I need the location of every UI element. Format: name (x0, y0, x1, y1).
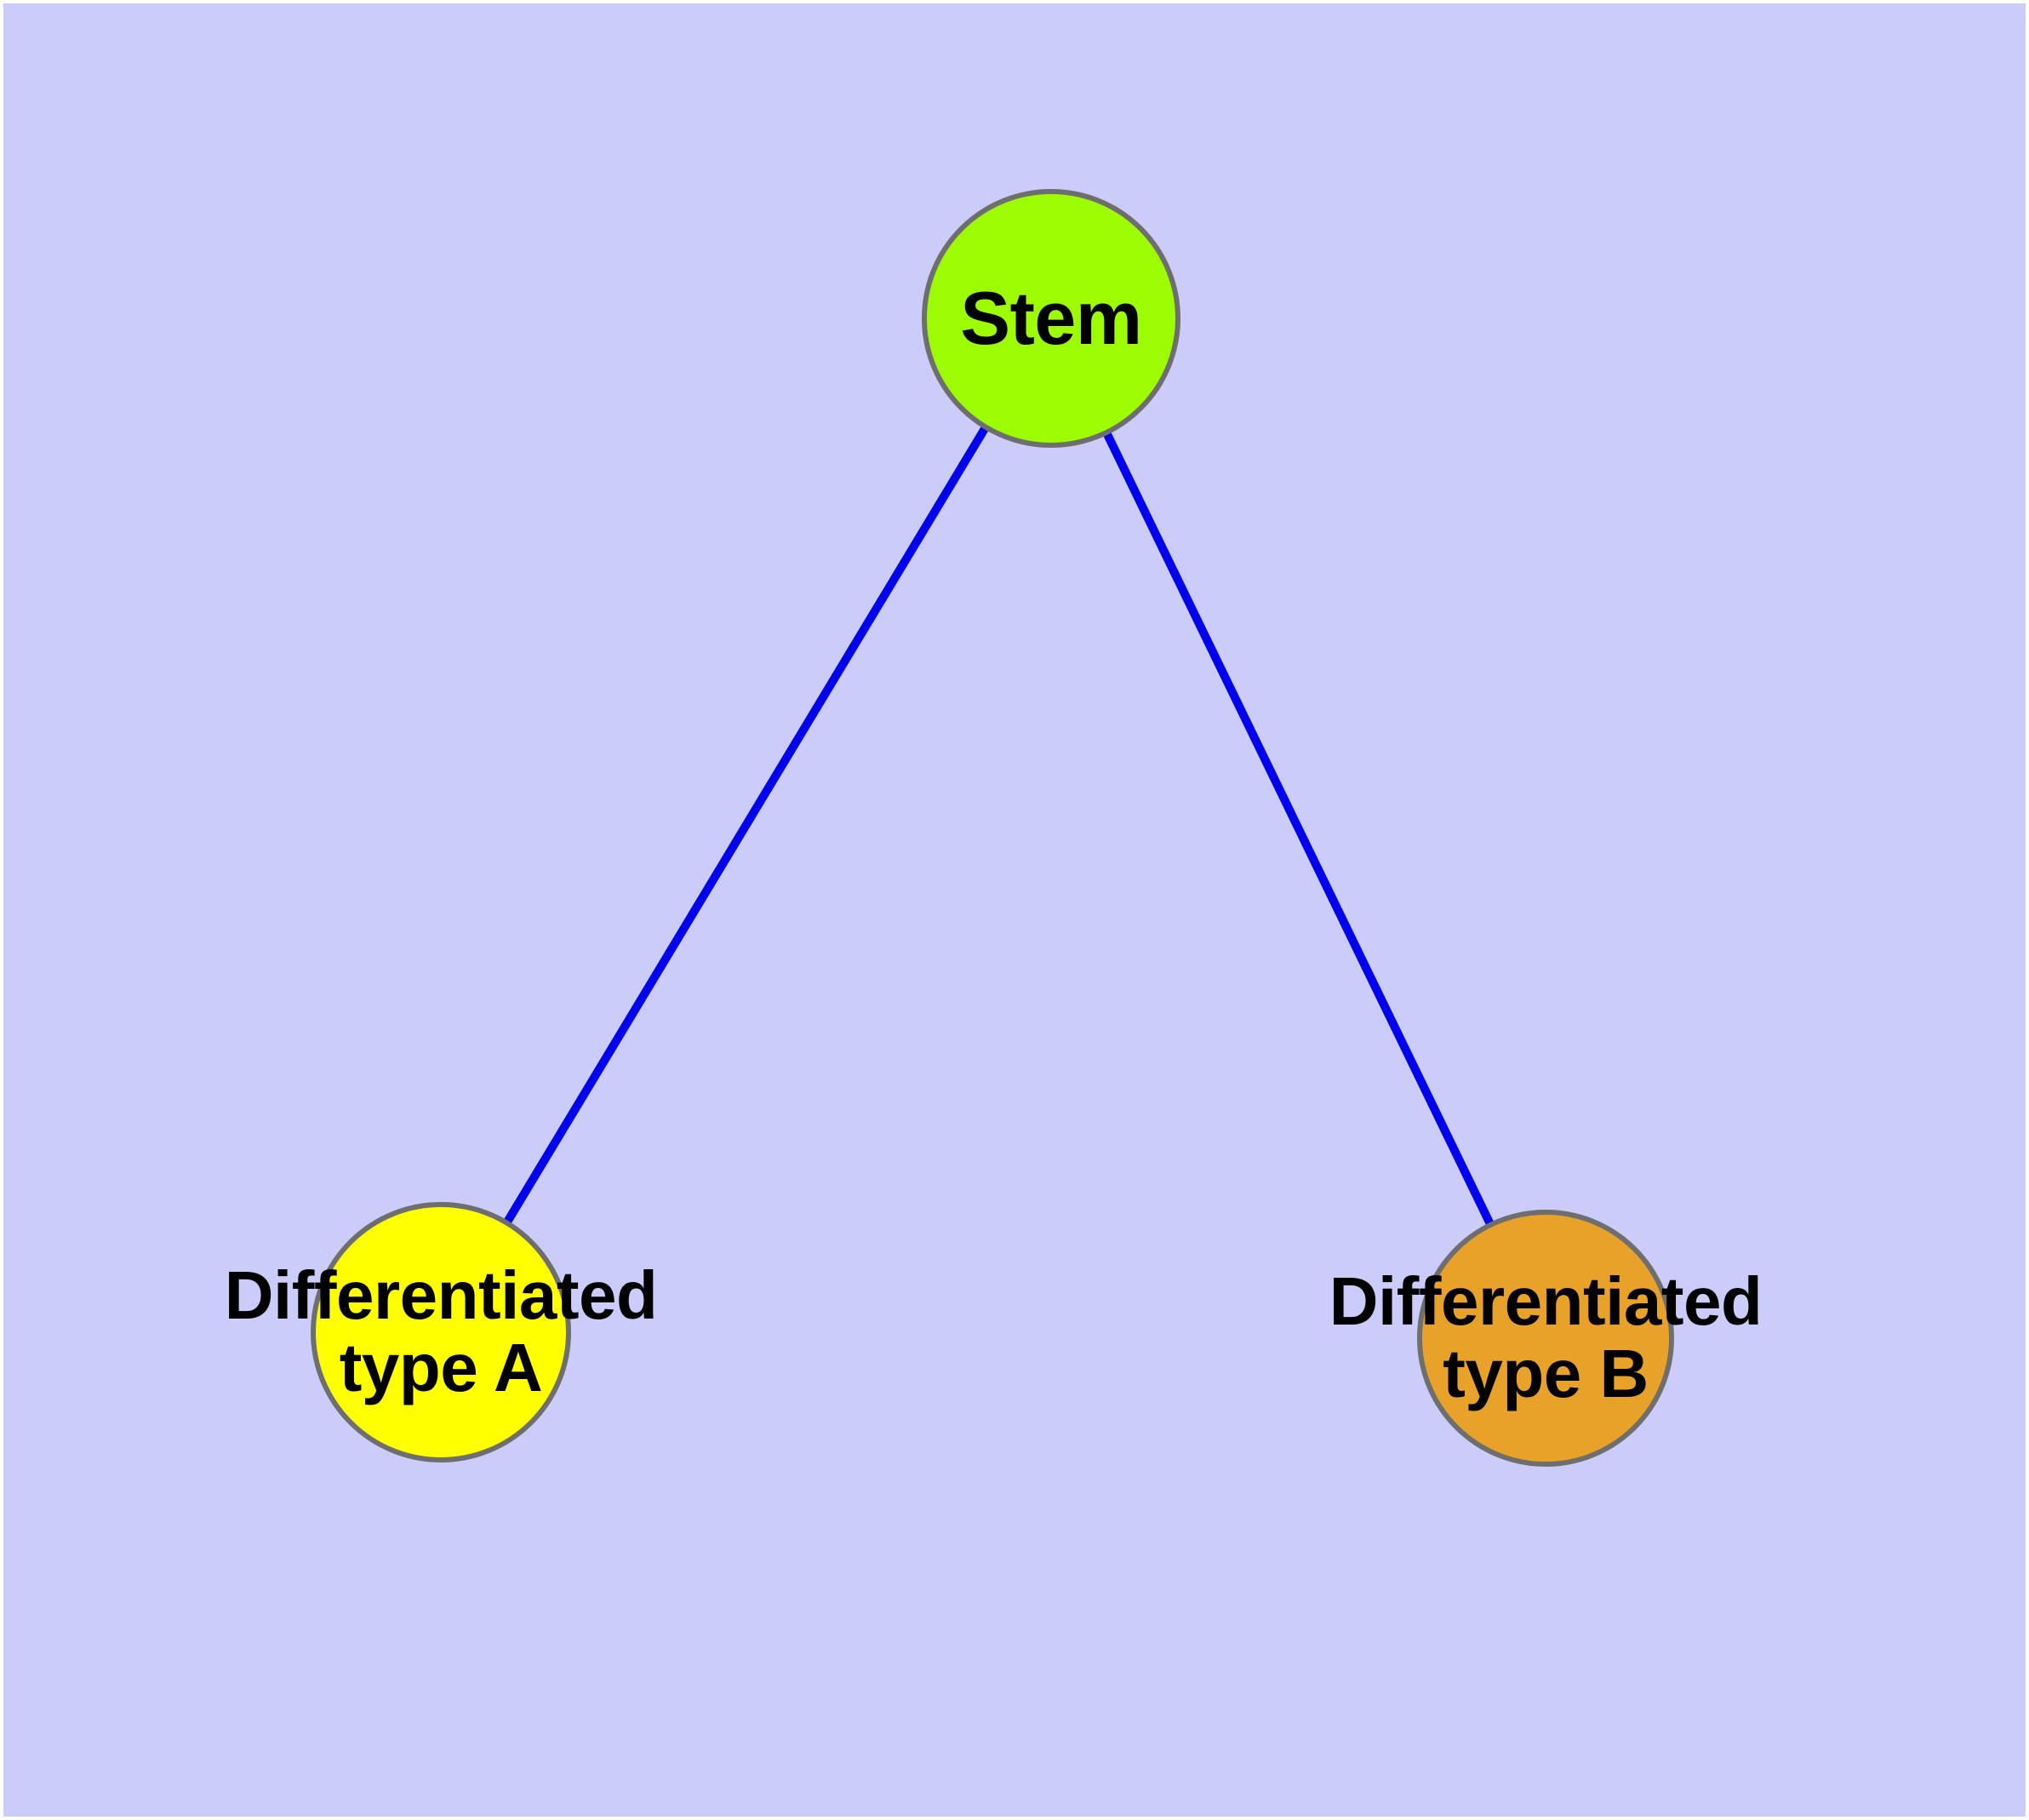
graph-plot-area: Stem Differentiated type A Differentiate… (3, 3, 2026, 1817)
node-differentiated-type-b[interactable] (1417, 1210, 1674, 1467)
node-stem-label: Stem (960, 276, 1142, 361)
node-differentiated-type-a[interactable] (311, 1202, 571, 1462)
node-differentiated-type-b-label: Differentiated type B (1329, 1263, 1763, 1411)
edge-layer (437, 316, 1550, 1341)
node-stem[interactable] (922, 189, 1180, 448)
edge-stem-to-diff-a (437, 316, 1055, 1335)
edge-stem-to-diff-b (1047, 316, 1550, 1341)
node-differentiated-type-a-label: Differentiated type A (224, 1257, 658, 1405)
node-layer: Stem Differentiated type A Differentiate… (3, 3, 2026, 1817)
